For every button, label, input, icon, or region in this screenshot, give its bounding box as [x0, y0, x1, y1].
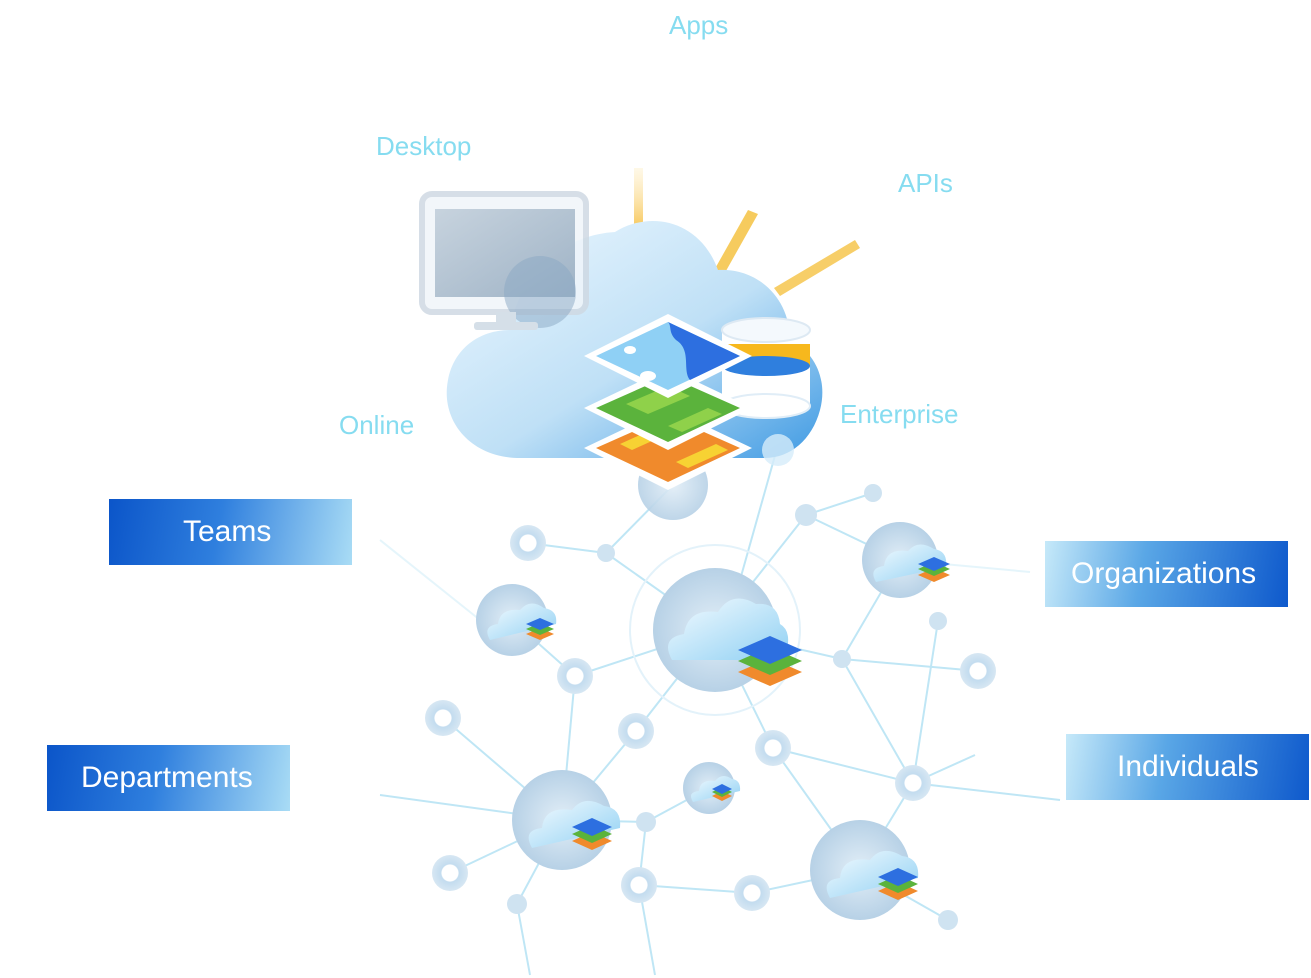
node: [734, 875, 770, 911]
label-enterprise: Enterprise: [840, 399, 959, 429]
cloud-hub-small: [683, 762, 741, 814]
node: [510, 525, 546, 561]
node: [960, 653, 996, 689]
node: [432, 855, 468, 891]
node: [929, 612, 947, 630]
node: [618, 713, 654, 749]
desktop-monitor-icon: [419, 191, 589, 330]
node: [597, 544, 615, 562]
node: [895, 765, 931, 801]
cloud-hub-individuals: [810, 820, 919, 920]
badge-teams: Teams: [109, 499, 352, 565]
beam-apps: [634, 168, 643, 240]
cloud-hub-center: [629, 544, 802, 716]
cloud-hub-teams: [476, 584, 557, 656]
label-apis: APIs: [898, 168, 953, 198]
node: [755, 730, 791, 766]
badge-organizations: Organizations: [1045, 541, 1288, 607]
node: [636, 812, 656, 832]
label-apps: Apps: [669, 10, 729, 40]
beam-apis: [712, 210, 758, 278]
node: [795, 504, 817, 526]
node: [507, 894, 527, 914]
network-lines: [379, 451, 1061, 976]
badge-departments-label: Departments: [81, 761, 253, 794]
connection-beams: [634, 168, 860, 296]
badge-teams-label: Teams: [183, 515, 272, 548]
beam-enterprise: [774, 240, 860, 296]
node: [864, 484, 882, 502]
cloud-hub-departments: [512, 770, 621, 870]
badge-departments: Departments: [47, 745, 290, 811]
badge-individuals: Individuals: [1066, 734, 1309, 800]
badge-individuals-label: Individuals: [1117, 750, 1259, 783]
node: [621, 867, 657, 903]
node: [938, 910, 958, 930]
map-layers-icon: [584, 314, 752, 490]
label-online: Online: [339, 410, 415, 440]
node: [557, 658, 593, 694]
label-desktop: Desktop: [376, 131, 472, 161]
cloud-hub-organizations: [862, 522, 950, 598]
node: [425, 700, 461, 736]
badge-organizations-label: Organizations: [1071, 557, 1257, 590]
node: [833, 650, 851, 668]
